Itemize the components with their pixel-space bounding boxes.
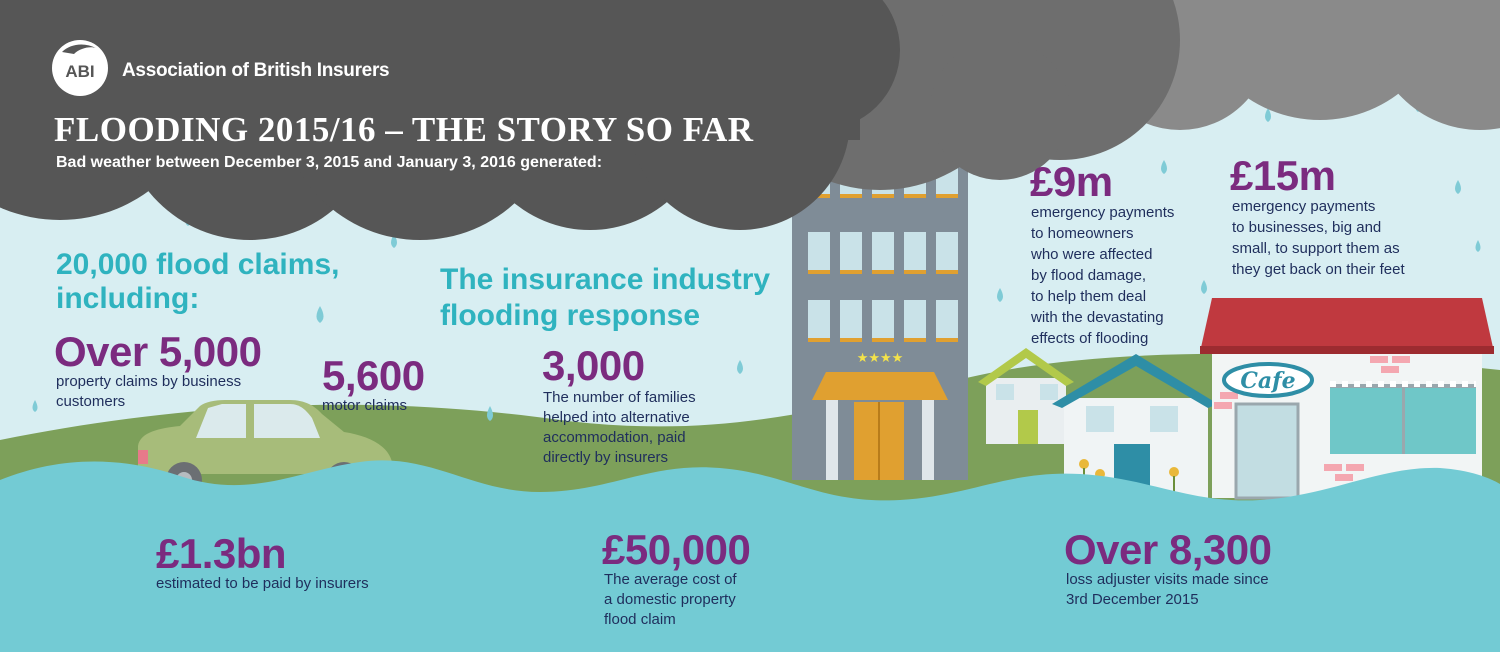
- claims-heading-line1: 20,000 flood claims,: [56, 248, 340, 281]
- families-desc-line1: The number of families: [543, 389, 696, 406]
- industry-heading: The insurance industry flooding response: [440, 262, 770, 334]
- avg-cost-desc-line2: a domestic property: [604, 591, 736, 608]
- homeowners-desc: emergency payments to homeowners who wer…: [1031, 202, 1174, 349]
- families-desc-line2: helped into alternative: [543, 409, 690, 426]
- visits-desc: loss adjuster visits made since 3rd Dece…: [1066, 570, 1269, 610]
- page-subtitle: Bad weather between December 3, 2015 and…: [56, 154, 603, 171]
- claims-heading-line2: including:: [56, 282, 200, 315]
- industry-heading-line2: flooding response: [440, 299, 701, 332]
- cafe-building: [1200, 298, 1494, 500]
- small-house: [978, 348, 1074, 444]
- homeowners-desc-line5: to help them deal: [1031, 288, 1147, 305]
- homeowners-value: £9m: [1030, 158, 1113, 205]
- property-claims-desc-line2: customers: [56, 393, 126, 410]
- clouds: [0, 0, 1500, 240]
- paid-desc: estimated to be paid by insurers: [156, 575, 369, 592]
- motor-claims-desc: motor claims: [322, 397, 408, 414]
- businesses-desc-line1: emergency payments: [1232, 198, 1376, 215]
- visits-desc-line1: loss adjuster visits made since: [1066, 571, 1269, 588]
- businesses-value: £15m: [1230, 152, 1336, 199]
- motor-claims-value: 5,600: [322, 352, 425, 399]
- page-title: FLOODING 2015/16 – THE STORY SO FAR: [54, 110, 754, 149]
- families-desc: The number of families helped into alter…: [543, 388, 696, 468]
- avg-cost-desc: The average cost of a domestic property …: [604, 570, 737, 630]
- homeowners-desc-line2: to homeowners: [1031, 225, 1134, 242]
- avg-cost-value: £50,000: [602, 526, 751, 573]
- property-claims-value: Over 5,000: [54, 328, 262, 375]
- visits-desc-line2: 3rd December 2015: [1066, 591, 1199, 608]
- families-value: 3,000: [542, 342, 645, 389]
- homeowners-desc-line4: by flood damage,: [1031, 267, 1147, 284]
- homeowners-desc-line3: who were affected: [1031, 246, 1153, 263]
- abi-logo: [52, 40, 108, 96]
- families-desc-line3: accommodation, paid: [543, 429, 686, 446]
- homeowners-desc-line1: emergency payments: [1031, 204, 1175, 221]
- businesses-desc-line3: small, to support them as: [1232, 240, 1400, 257]
- property-claims-desc: property claims by business customers: [56, 372, 241, 412]
- avg-cost-desc-line3: flood claim: [604, 611, 676, 628]
- org-name: Association of British Insurers: [122, 60, 390, 81]
- homeowners-desc-line6: with the devastating: [1031, 309, 1164, 326]
- families-desc-line4: directly by insurers: [543, 449, 669, 466]
- avg-cost-desc-line1: The average cost of: [604, 571, 737, 588]
- businesses-desc-line2: to businesses, big and: [1232, 219, 1382, 236]
- abi-logo-text: ABI: [65, 62, 94, 81]
- businesses-desc: emergency payments to businesses, big an…: [1232, 196, 1405, 280]
- flood-water: [0, 460, 1500, 652]
- cafe-sign: Cafe: [1240, 368, 1295, 394]
- main-house: [1052, 354, 1218, 498]
- industry-heading-line1: The insurance industry: [440, 263, 771, 296]
- hotel-stars: ★★★★: [857, 351, 904, 366]
- property-claims-desc-line1: property claims by business: [56, 373, 242, 390]
- paid-value: £1.3bn: [156, 530, 287, 577]
- businesses-desc-line4: they get back on their feet: [1232, 261, 1405, 278]
- visits-value: Over 8,300: [1064, 526, 1272, 573]
- homeowners-desc-line7: effects of flooding: [1031, 330, 1149, 347]
- claims-heading: 20,000 flood claims, including:: [56, 248, 339, 316]
